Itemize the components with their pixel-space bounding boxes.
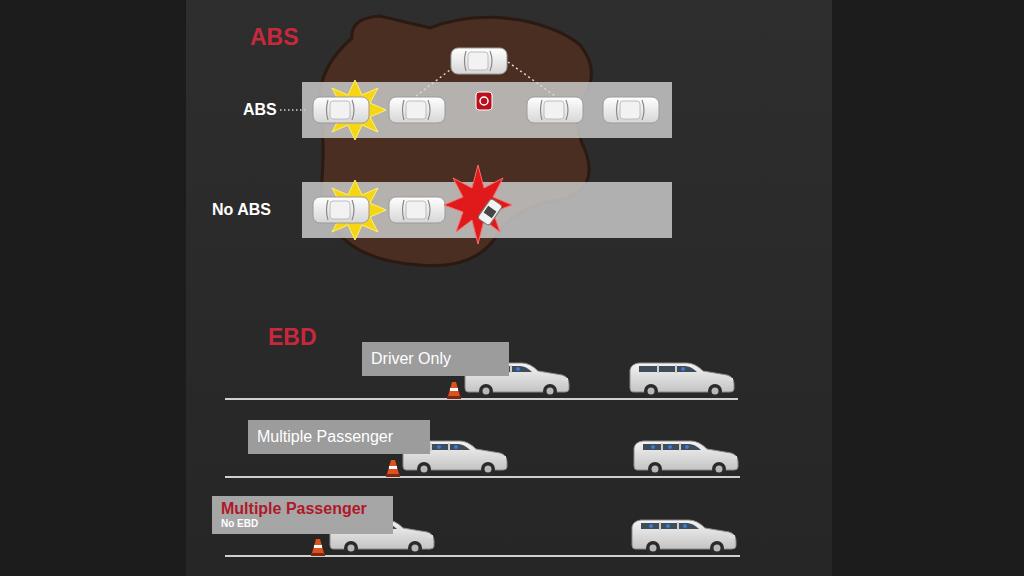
caption-box: Driver Only [362,342,509,376]
box-text: No EBD [221,518,384,530]
box-text: Multiple Passenger [221,500,384,518]
caption-box: Multiple Passenger [248,420,430,454]
section-heading: ABS [250,24,299,51]
box-text: Driver Only [371,350,500,368]
box-text: Multiple Passenger [257,428,421,446]
caption-box: Multiple PassengerNo EBD [212,496,393,534]
section-heading: EBD [268,324,317,351]
row-label: ABS [243,101,277,119]
row-label: No ABS [212,201,271,219]
